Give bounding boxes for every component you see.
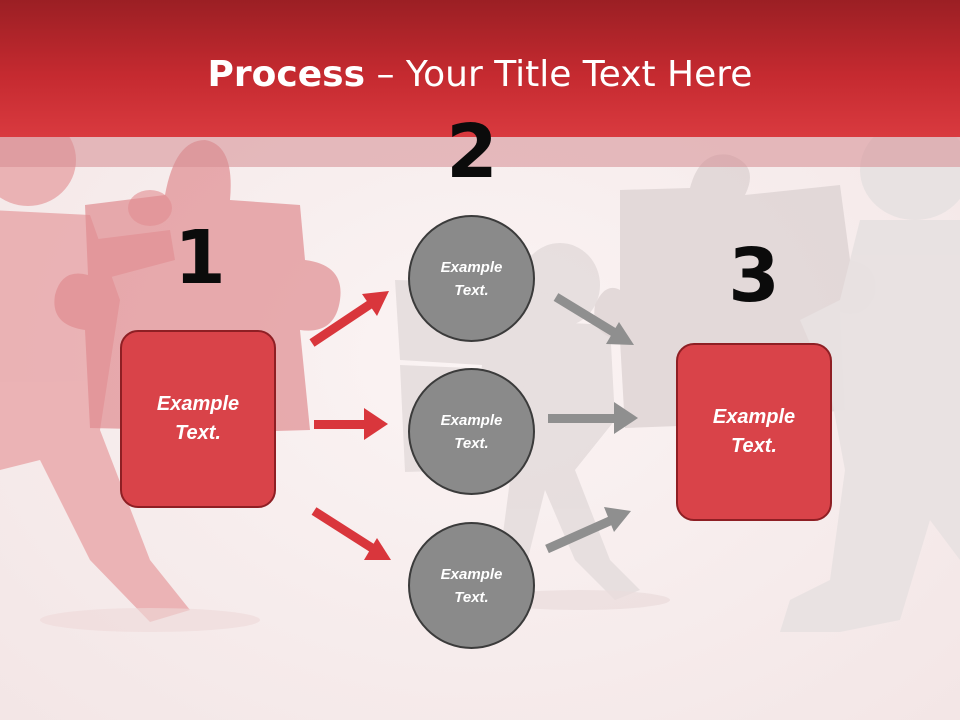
slide-title[interactable]: Process – Your Title Text Here (0, 52, 960, 98)
gray-arrow-up (545, 507, 631, 554)
circle-top-text: Example Text. (440, 258, 503, 299)
step-number-3: 3 (728, 233, 780, 319)
title-underband (0, 137, 960, 167)
right-step-box[interactable]: Example Text. (676, 343, 832, 521)
gray-arrow-down (553, 293, 634, 345)
circle-bottom[interactable]: Example Text. (408, 522, 535, 649)
red-arrow-up (309, 291, 389, 347)
circle-middle[interactable]: Example Text. (408, 368, 535, 495)
circle-top[interactable]: Example Text. (408, 215, 535, 342)
step-number-1: 1 (174, 215, 226, 301)
circle-middle-text: Example Text. (440, 411, 503, 452)
slide-title-bold: Process (207, 54, 366, 95)
gray-arrow-right (548, 402, 638, 434)
step-number-2: 2 (446, 109, 498, 195)
title-bar (0, 0, 960, 137)
red-arrow-right (314, 408, 388, 440)
right-step-box-text: Example Text. (712, 406, 796, 457)
left-step-box-text: Example Text. (156, 393, 240, 444)
red-arrow-down (311, 507, 391, 560)
slide-title-rest: – Your Title Text Here (365, 54, 753, 95)
left-step-box[interactable]: Example Text. (120, 330, 276, 508)
gray-arrows (545, 293, 638, 554)
red-arrows (309, 291, 391, 560)
circle-bottom-text: Example Text. (440, 565, 503, 606)
